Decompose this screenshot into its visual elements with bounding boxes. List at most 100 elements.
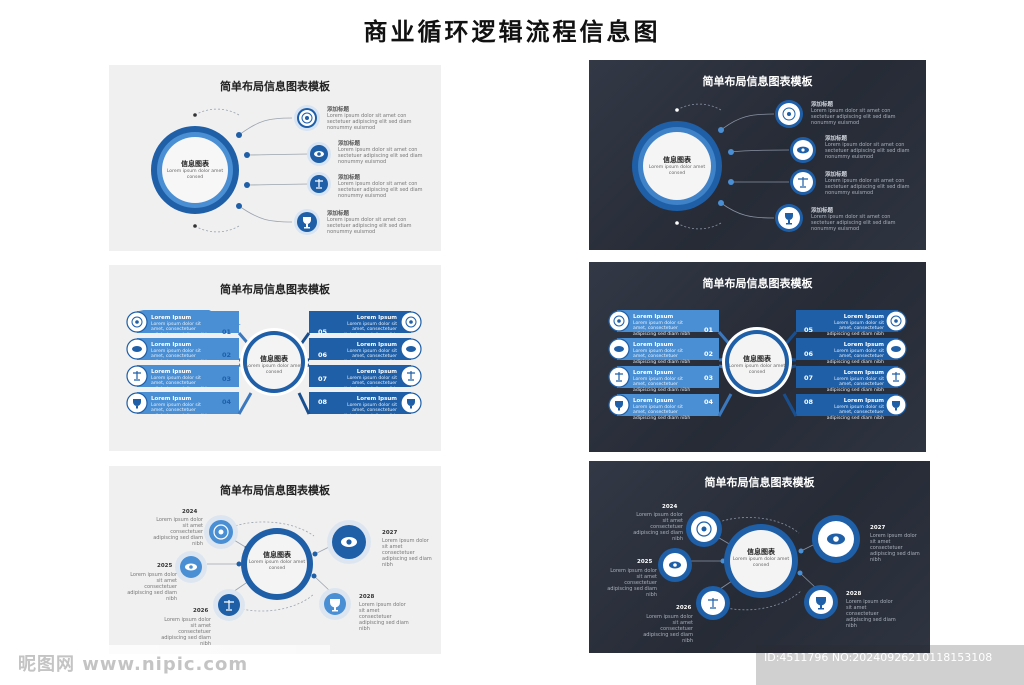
step-number: 05	[804, 326, 814, 334]
panel-title: 简单布局信息图表模板	[220, 80, 330, 93]
scales-icon	[608, 366, 630, 388]
year-label: 2026	[676, 605, 692, 611]
target-icon	[686, 511, 722, 547]
year-label: 2028	[846, 591, 862, 597]
eye-icon	[608, 338, 630, 360]
scales-icon	[307, 172, 331, 196]
scales-icon	[885, 366, 907, 388]
panel-1-dark: 简单布局信息图表模板 信息图表 Lorem ipsum dolor amet c…	[589, 60, 926, 250]
eye-icon	[885, 338, 907, 360]
year-label: 2025	[157, 563, 173, 569]
year-label: 2024	[662, 504, 678, 510]
list-item: Lorem ipsum dolor sit amet consectetuer …	[161, 617, 211, 647]
trophy-icon	[319, 588, 351, 620]
trophy-icon	[885, 394, 907, 416]
trophy-icon	[400, 392, 422, 414]
eye-icon	[400, 338, 422, 360]
eye-icon	[812, 515, 860, 563]
step-number: 01	[704, 326, 714, 334]
trophy-icon	[804, 585, 838, 619]
eye-icon	[175, 551, 207, 583]
step-number: 02	[222, 351, 232, 359]
watermark-logo: 昵图网 www.nipic.com	[0, 645, 330, 685]
target-icon	[885, 310, 907, 332]
list-item: Lorem ipsum dolor sit amet consectetuer …	[870, 533, 920, 563]
list-item: Lorem ipsum dolor sit amet consectetuer …	[359, 602, 409, 632]
step-number: 06	[318, 351, 328, 359]
list-item: Lorem ipsum dolor sit amet consectetuer …	[607, 568, 657, 598]
radial-diagram	[151, 105, 331, 235]
step-number: 03	[222, 375, 232, 383]
cycle-diagram	[658, 511, 860, 620]
page-title: 商业循环逻辑流程信息图	[363, 18, 661, 46]
target-icon	[400, 311, 422, 333]
year-label: 2025	[637, 559, 653, 565]
list-item: Lorem ipsum dolor sit amet consectetuer …	[643, 614, 693, 644]
list-item: Lorem ipsum dolor sit amet consectetuer …	[153, 517, 203, 547]
step-number: 07	[318, 375, 328, 383]
list-item: Lorem ipsum dolor sit amet consectetuer …	[127, 572, 177, 602]
list-item: Lorem ipsum dolor sit amet consectetuer …	[382, 538, 432, 568]
radial-diagram	[632, 100, 816, 232]
scales-icon	[400, 365, 422, 387]
eye-icon	[307, 142, 331, 166]
scales-icon	[790, 169, 816, 195]
trophy-icon	[126, 392, 148, 414]
scales-icon	[696, 586, 730, 620]
center-label: 信息图表 Lorem ipsum dolor amet consed	[166, 160, 224, 180]
panel-title: 简单布局信息图表模板	[220, 283, 330, 296]
eye-icon	[327, 520, 371, 564]
watermark-id: ID:4511796 NO:20240926210118153108	[756, 645, 1024, 685]
step-number: 06	[804, 350, 814, 358]
year-label: 2026	[193, 608, 209, 614]
year-label: 2024	[182, 509, 198, 515]
trophy-icon	[608, 394, 630, 416]
bar-diagram	[126, 310, 422, 415]
target-icon	[775, 100, 803, 128]
list-item: Lorem ipsum dolor sit amet consectetuer …	[846, 599, 896, 629]
target-icon	[608, 310, 630, 332]
list-item: Lorem ipsum dolor sit amet consectetuer …	[633, 512, 683, 542]
eye-icon	[658, 548, 692, 582]
year-label: 2027	[382, 530, 398, 536]
panel-title: 简单布局信息图表模板	[702, 75, 813, 88]
bar-diagram	[608, 310, 907, 417]
step-number: 02	[704, 350, 714, 358]
step-number: 03	[704, 374, 714, 382]
target-icon	[126, 311, 148, 333]
trophy-icon	[294, 209, 320, 235]
center-label: 信息图表 Lorem ipsum dolor amet consed	[648, 156, 706, 176]
eye-icon	[790, 137, 816, 163]
eye-icon	[126, 338, 148, 360]
year-label: 2027	[870, 525, 886, 531]
step-number: 07	[804, 374, 814, 382]
target-icon	[294, 105, 320, 131]
step-number: 04	[704, 398, 714, 406]
step-number: 01	[222, 328, 232, 336]
